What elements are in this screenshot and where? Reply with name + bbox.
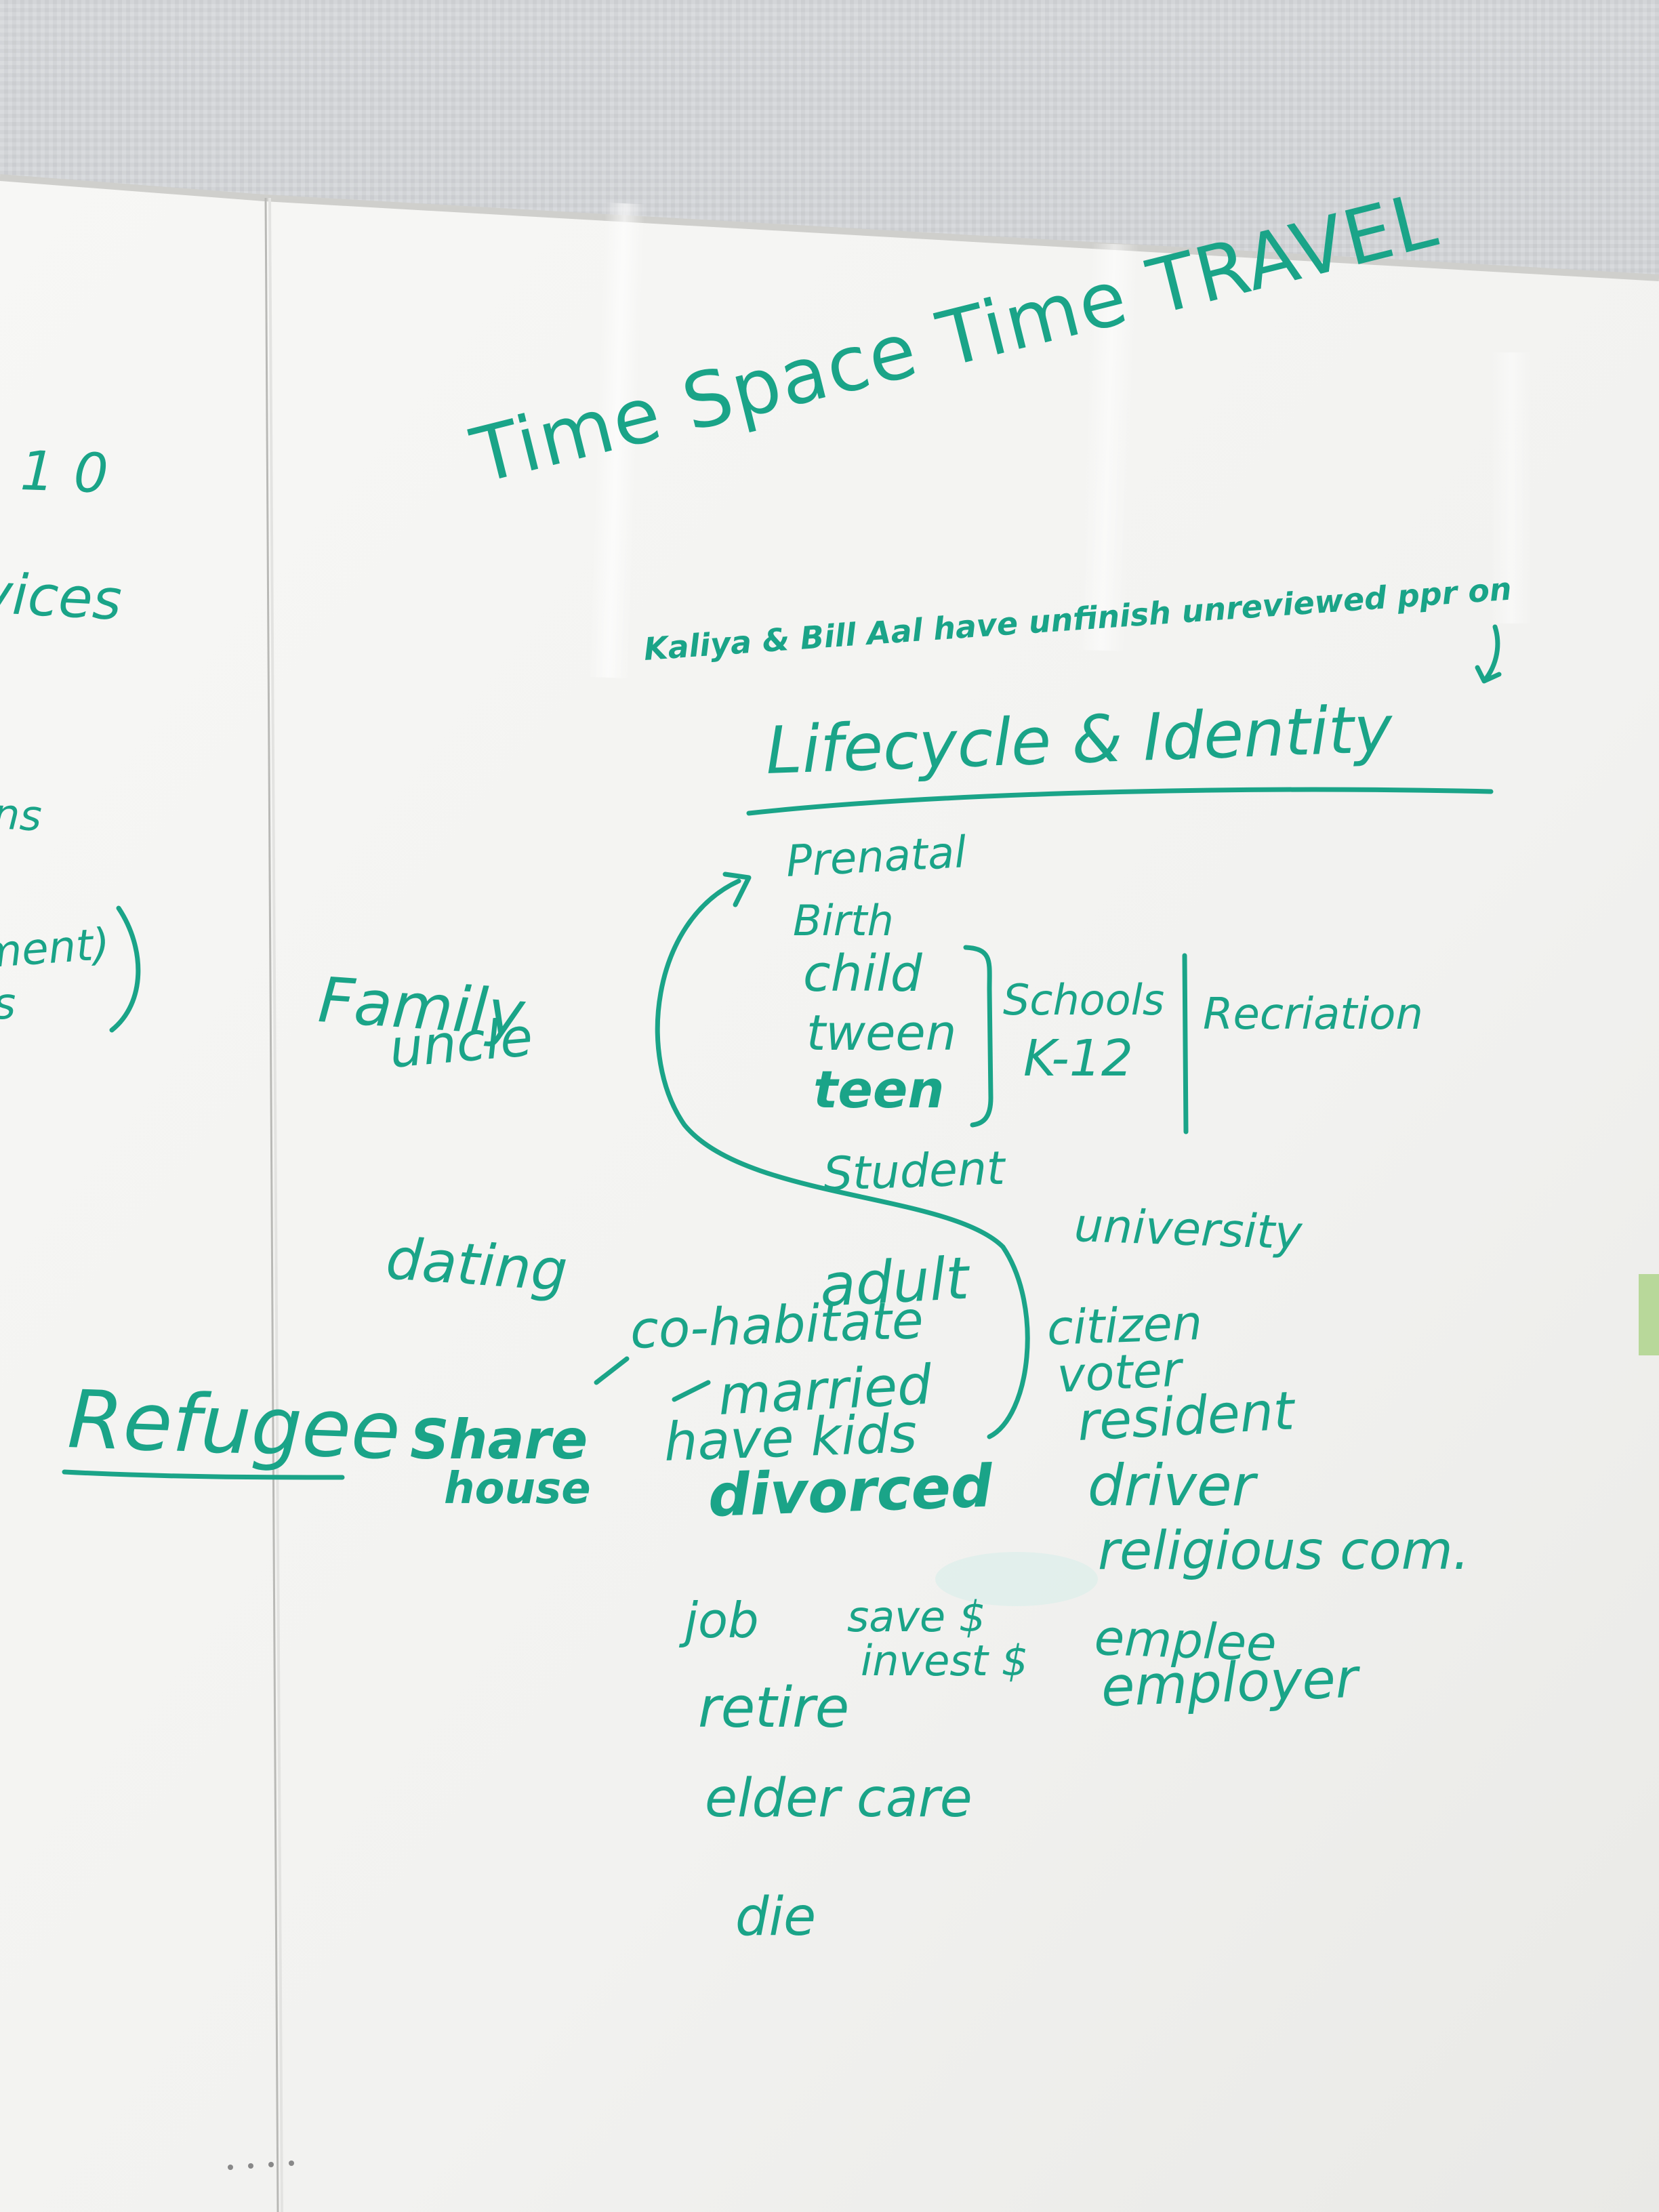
university-label: university <box>1073 1199 1303 1261</box>
lifecycle-loop-arrow <box>655 878 1030 1439</box>
light-glare <box>1491 352 1532 623</box>
light-glare <box>588 203 646 678</box>
lifecycle-stage: child <box>803 945 922 1003</box>
save-label: save $ <box>847 1592 986 1641</box>
recreation-divider <box>1182 953 1189 1134</box>
left-panel-fragment: ns <box>0 789 43 841</box>
left-panel-fragment: 10 <box>19 439 129 506</box>
heading-underline <box>746 787 1494 816</box>
citizen-role: resident <box>1076 1380 1296 1453</box>
whiteboard <box>0 178 1659 2212</box>
light-glare <box>935 1552 1098 1606</box>
sticky-note-edge <box>1639 1274 1659 1355</box>
lifecycle-loop-arrowhead <box>722 872 752 907</box>
left-panel-fragment: s <box>0 983 16 1026</box>
left-panel-paren <box>109 905 141 1033</box>
house-label: house <box>444 1464 591 1514</box>
note-arrow <box>1475 624 1502 684</box>
schools-grades: K-12 <box>1023 1029 1133 1088</box>
panel-divider <box>264 197 279 2212</box>
refugee-label: Refugee <box>66 1372 403 1478</box>
divorced-label: divorced <box>707 1452 994 1530</box>
left-panel-fragment: ment) <box>0 919 112 979</box>
marker-tray <box>228 2160 294 2170</box>
citizen-role: driver <box>1088 1452 1256 1519</box>
cohabitate-label: co-habitate <box>629 1289 925 1360</box>
light-glare <box>1077 243 1139 652</box>
invest-label: invest $ <box>861 1636 1029 1685</box>
whiteboard-frame-top <box>0 174 1659 281</box>
schools-bracket <box>963 945 994 1128</box>
student-label: Student <box>822 1141 1006 1202</box>
lifecycle-stage: Prenatal <box>785 827 968 887</box>
share-label: Share <box>410 1408 588 1471</box>
retire-label: retire <box>698 1676 850 1740</box>
elder-care-label: elder care <box>705 1768 972 1829</box>
board-title: Time Space Time TRAVEL <box>464 176 1446 501</box>
left-panel-fragment: vices <box>0 561 123 633</box>
schools-label: Schools <box>1003 975 1165 1025</box>
lifecycle-stage: tween <box>806 1004 957 1061</box>
cohabitate-connector <box>594 1356 630 1385</box>
lifecycle-stage: Birth <box>793 896 894 945</box>
married-connector <box>672 1380 711 1402</box>
lifecycle-stage: teen <box>813 1059 945 1120</box>
dating-label: dating <box>384 1225 570 1305</box>
citizen-role: religious com. <box>1098 1521 1470 1582</box>
citizen-role: employer <box>1100 1646 1359 1719</box>
paper-note: Kaliya & Bill Aal have unfinish unreview… <box>642 570 1513 668</box>
recreation-label: Recriation <box>1203 989 1423 1040</box>
heading: Lifecycle & Identity <box>764 691 1394 789</box>
job-label: job <box>684 1592 759 1649</box>
panel-divider-shadow <box>268 197 283 2212</box>
uncle-label: uncle <box>387 1006 535 1080</box>
refugee-underline <box>62 1469 345 1480</box>
die-label: die <box>735 1887 817 1948</box>
